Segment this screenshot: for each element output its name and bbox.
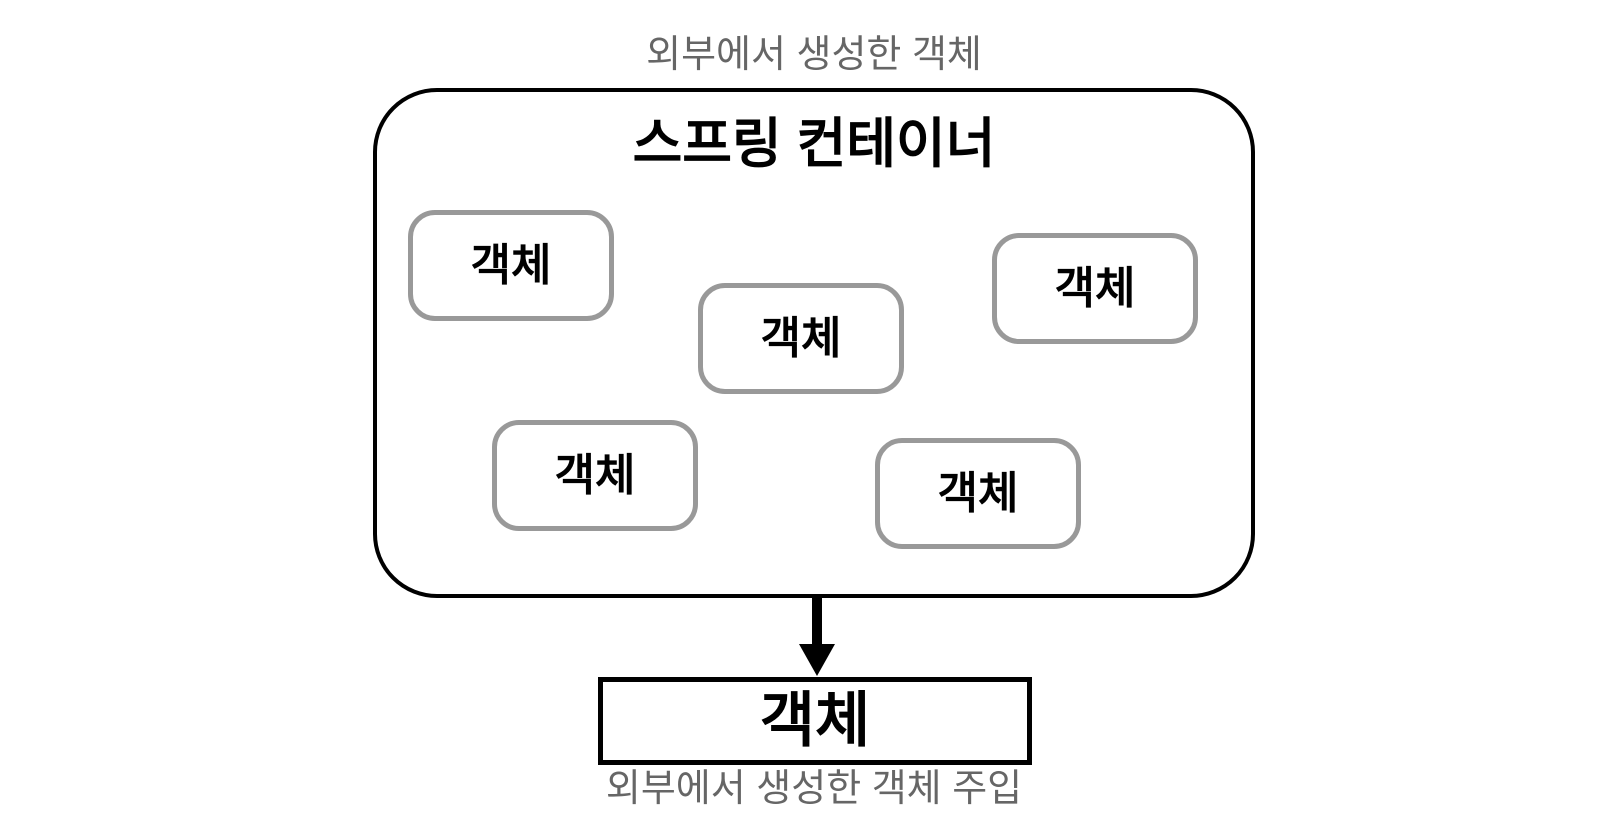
- object-box-4: 객체: [492, 420, 698, 531]
- injection-caption: 외부에서 생성한 객체 주입: [605, 768, 1023, 810]
- object-box-2: 객체: [698, 283, 904, 394]
- external-object-caption: 외부에서 생성한 객체: [646, 34, 982, 76]
- object-box-4-label: 객체: [554, 450, 636, 500]
- object-box-5: 객체: [875, 438, 1081, 549]
- injected-object-label: 객체: [759, 687, 871, 754]
- arrow-down-icon: [799, 644, 835, 676]
- injected-object-box: 객체: [598, 677, 1032, 765]
- object-box-1: 객체: [408, 210, 614, 321]
- object-box-3-label: 객체: [1054, 263, 1136, 313]
- injection-arrow-stem: [812, 598, 822, 645]
- object-box-3: 객체: [992, 233, 1198, 344]
- spring-container: 스프링 컨테이너 객체 객체 객체 객체 객체: [373, 88, 1255, 598]
- object-box-2-label: 객체: [760, 313, 842, 363]
- object-box-1-label: 객체: [470, 240, 552, 290]
- object-box-5-label: 객체: [937, 468, 1019, 518]
- spring-container-title: 스프링 컨테이너: [632, 114, 996, 174]
